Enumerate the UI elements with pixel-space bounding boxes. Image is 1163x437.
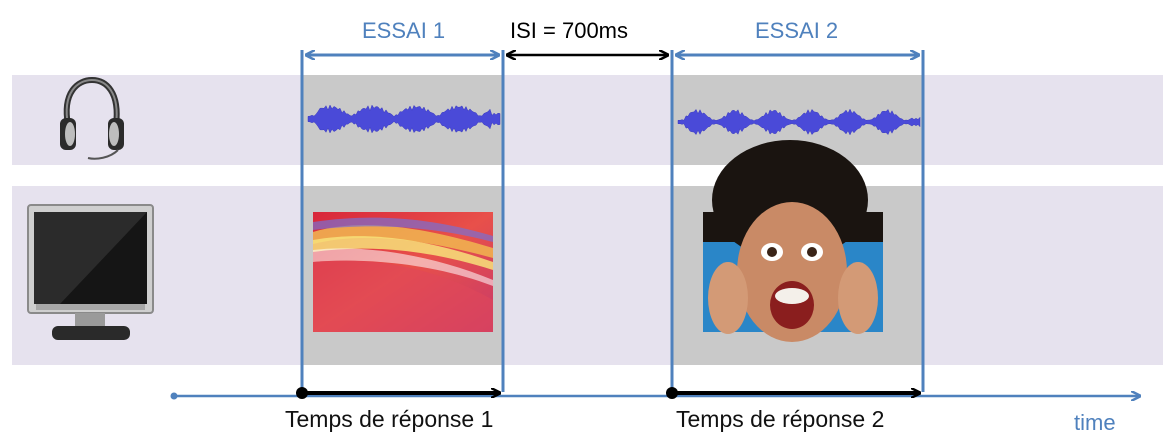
audio-row-band <box>12 75 1163 165</box>
trial2-label: ESSAI 2 <box>755 18 839 43</box>
time-axis-label: time <box>1074 410 1116 435</box>
trial1-waveform <box>307 104 501 134</box>
trial1-label: ESSAI 1 <box>362 18 446 43</box>
response1-label: Temps de réponse 1 <box>285 406 494 432</box>
trial2-waveform <box>677 108 921 136</box>
response1-start-dot <box>296 387 308 399</box>
computer-monitor-icon <box>27 204 154 340</box>
response2-label: Temps de réponse 2 <box>676 406 885 432</box>
headphones-icon <box>60 76 124 160</box>
time-axis-origin <box>170 392 178 400</box>
response2-start-dot <box>666 387 678 399</box>
isi-label: ISI = 700ms <box>510 18 629 43</box>
visual-row-band <box>12 186 1163 365</box>
